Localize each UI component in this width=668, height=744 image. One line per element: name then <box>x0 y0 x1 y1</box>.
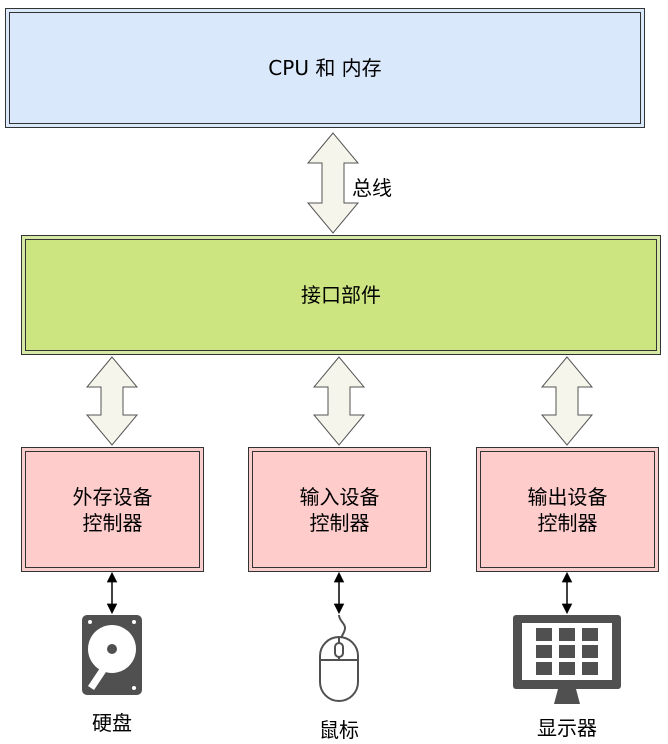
monitor-label: 显示器 <box>537 716 597 740</box>
output-double-arrow <box>540 356 594 446</box>
output-controller-line1: 输出设备 <box>527 484 608 509</box>
bus-double-arrow <box>306 132 360 234</box>
hard-disk-icon <box>82 615 142 695</box>
bus-label: 总线 <box>352 176 392 200</box>
storage-double-arrow <box>85 356 139 446</box>
monitor-icon <box>513 615 621 704</box>
interface-box: 接口部件 <box>21 235 661 355</box>
mouse-icon <box>319 614 359 702</box>
output-controller-line2: 控制器 <box>537 510 598 535</box>
input-controller-line2: 控制器 <box>309 510 370 535</box>
cpu-memory-box: CPU 和 内存 <box>5 8 645 128</box>
input-double-arrow <box>312 356 366 446</box>
storage-controller-line1: 外存设备 <box>72 484 153 509</box>
output-controller-box: 输出设备 控制器 <box>476 447 659 572</box>
storage-controller-box: 外存设备 控制器 <box>21 447 204 572</box>
input-controller-box: 输入设备 控制器 <box>248 447 431 572</box>
hard-disk-label: 硬盘 <box>92 711 132 735</box>
interface-label: 接口部件 <box>301 283 381 307</box>
storage-controller-line2: 控制器 <box>82 510 143 535</box>
cpu-memory-label: CPU 和 内存 <box>268 56 382 80</box>
mouse-label: 鼠标 <box>319 718 359 742</box>
input-controller-line1: 输入设备 <box>299 484 380 509</box>
